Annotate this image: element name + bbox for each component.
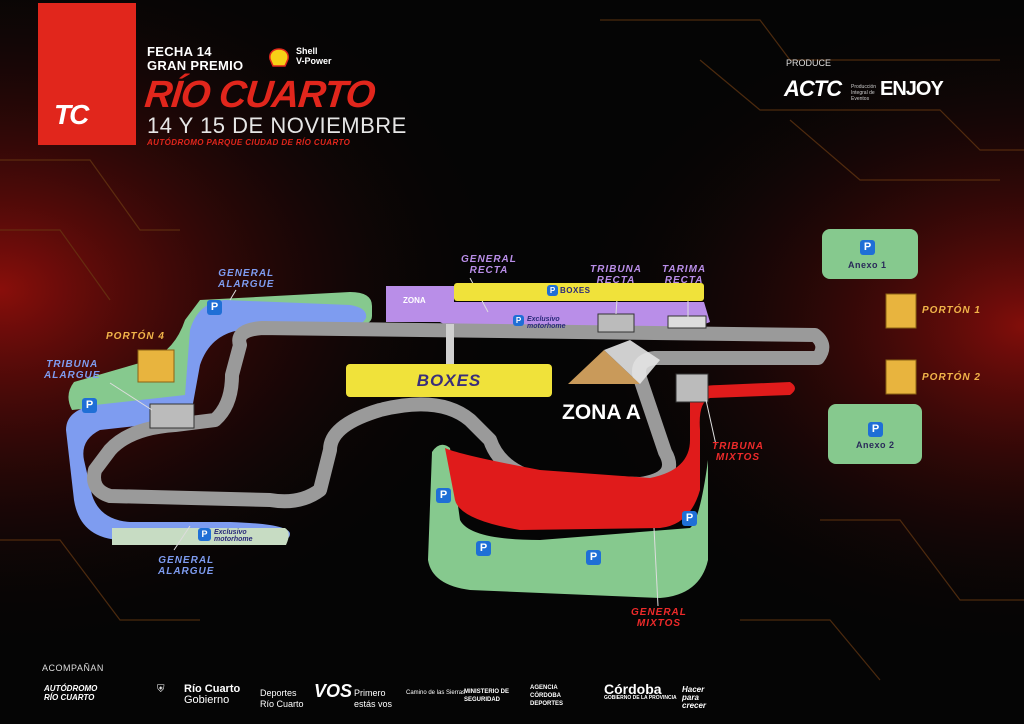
- acd-line1: AGENCIA: [530, 685, 558, 691]
- boxes-strip: [454, 283, 704, 301]
- zona-a-small-logo: ZONA: [403, 296, 426, 305]
- sponsor-caminos: Camino de las Sierras: [406, 690, 466, 696]
- dep-line1: Deportes: [260, 688, 297, 698]
- zona-a-logo: ZONA A: [562, 401, 641, 424]
- sponsor-hacer-para-crecer: Hacer para crecer: [682, 686, 706, 710]
- acd-line3: DEPORTES: [530, 701, 564, 707]
- tribuna-alargue-stand-icon: [149, 403, 195, 429]
- label-tribuna-recta: TRIBUNA RECTA: [590, 264, 642, 286]
- produce-label: PRODUCE: [786, 58, 832, 68]
- tc-logo-box: TC: [38, 3, 136, 145]
- sponsor-line1: Shell: [296, 46, 318, 56]
- hpc-line1: Hacer: [682, 685, 705, 694]
- boxes-small-label: BOXES: [560, 286, 591, 295]
- shell-logo-icon: [269, 48, 289, 67]
- sponsor-rio-cuarto-gobierno: Río Cuarto Gobierno: [184, 684, 240, 706]
- autodromo-line1: AUTÓDROMO: [44, 684, 98, 693]
- shield-icon: ⛨: [157, 684, 165, 695]
- parking-icon: P: [82, 398, 97, 413]
- cba-line1: Córdoba: [604, 681, 662, 697]
- sponsor-vpower: Shell V-Power: [296, 46, 332, 66]
- enjoy-logo: ENJOY: [880, 78, 944, 100]
- porton2-gate-icon: [885, 359, 917, 395]
- acd-line2: CÓRDOBA: [530, 693, 561, 699]
- rc-line1: Río Cuarto: [184, 683, 241, 695]
- porton4-gate-icon: [137, 349, 175, 383]
- acompanan-label: ACOMPAÑAN: [42, 663, 104, 673]
- exclusivo-line1: Exclusivo: [214, 529, 247, 536]
- exclusivo-line2: motorhome: [527, 323, 566, 330]
- anexo2-label: Anexo 2: [856, 440, 895, 450]
- cba-line2: GOBIERNO DE LA PROVINCIA: [604, 695, 677, 701]
- race-track: [87, 321, 830, 509]
- label-tribuna-mixtos: TRIBUNA MIXTOS: [712, 441, 764, 463]
- vos-line2: estás vos: [354, 699, 393, 709]
- exclusivo-motorhome-label: Exclusivo motorhome: [527, 316, 566, 330]
- parking-icon: P: [860, 240, 875, 255]
- label-porton2: PORTÓN 2: [922, 372, 981, 383]
- event-dates: 14 Y 15 DE NOVIEMBRE: [147, 113, 407, 138]
- vos-logo: VOS: [314, 681, 353, 701]
- zona-a-tent-icon: [568, 350, 640, 384]
- sponsor-autodromo: AUTÓDROMO RÍO CUARTO: [44, 684, 97, 702]
- fecha-label: FECHA 14: [147, 44, 212, 59]
- label-tribuna-alargue: TRIBUNA ALARGUE: [44, 359, 101, 381]
- dep-line2: Río Cuarto: [260, 699, 304, 709]
- parking-icon: P: [682, 511, 697, 526]
- vos-line1: Primero: [354, 688, 386, 698]
- gran-premio-label: GRAN PREMIO: [147, 58, 244, 73]
- sponsor-cordoba: Córdoba GOBIERNO DE LA PROVINCIA: [604, 681, 677, 701]
- sponsor-deportes: Deportes Río Cuarto: [260, 688, 304, 710]
- label-general-alargue-top: GENERAL ALARGUE: [218, 268, 275, 290]
- parking-icon: P: [198, 528, 211, 541]
- label-porton1: PORTÓN 1: [922, 305, 981, 316]
- sponsor-agencia: AGENCIA CÓRDOBA DEPORTES: [530, 684, 563, 708]
- rc-line2: Gobierno: [184, 694, 230, 706]
- autodromo-line2: RÍO CUARTO: [44, 693, 95, 702]
- label-general-recta: GENERAL RECTA: [461, 254, 517, 276]
- label-tarima-recta: TARIMA RECTA: [662, 264, 707, 286]
- exclusivo-line1: Exclusivo: [527, 316, 560, 323]
- event-venue: AUTÓDROMO PARQUE CIUDAD DE RÍO CUARTO: [147, 138, 351, 147]
- label-porton4: PORTÓN 4: [106, 331, 165, 342]
- hpc-line3: crecer: [682, 701, 707, 710]
- zone-general-mixtos: [428, 444, 708, 598]
- boxes-bridge-icon: [446, 324, 454, 364]
- anexo1-label: Anexo 1: [848, 260, 887, 270]
- label-general-alargue-bottom: GENERAL ALARGUE: [158, 555, 215, 577]
- parking-icon: P: [436, 488, 451, 503]
- parking-icon: P: [868, 422, 883, 437]
- tribuna-recta-stand-icon: [597, 313, 635, 333]
- sponsor-vos: Primero estás vos: [354, 688, 392, 710]
- parking-icon: P: [513, 315, 524, 326]
- exclusivo-motorhome-bottom-label: Exclusivo motorhome: [214, 529, 253, 543]
- ms-line1: MINISTERIO DE: [464, 689, 510, 695]
- parking-icon: P: [586, 550, 601, 565]
- sponsor-line2: V-Power: [296, 56, 332, 66]
- enjoy-tagline: Producción Integral de Eventos: [851, 84, 877, 102]
- zone-tribuna-mixtos: [445, 382, 795, 530]
- tarima-recta-stand-icon: [667, 315, 707, 329]
- sponsor-ministerio: MINISTERIO DE SEGURIDAD: [464, 688, 509, 704]
- porton1-gate-icon: [885, 293, 917, 329]
- exclusivo-line2: motorhome: [214, 536, 253, 543]
- boxes-main-label: BOXES: [346, 364, 552, 397]
- parking-icon: P: [207, 300, 222, 315]
- tribuna-mixtos-stand-icon: [675, 373, 709, 403]
- label-general-mixtos: GENERAL MIXTOS: [631, 607, 687, 629]
- parking-icon: P: [476, 541, 491, 556]
- actc-logo: ACTC: [784, 76, 842, 101]
- parking-icon: P: [547, 285, 558, 296]
- tc-logo: TC: [54, 99, 89, 130]
- hpc-line2: para: [682, 693, 699, 702]
- ms-line2: SEGURIDAD: [464, 697, 501, 703]
